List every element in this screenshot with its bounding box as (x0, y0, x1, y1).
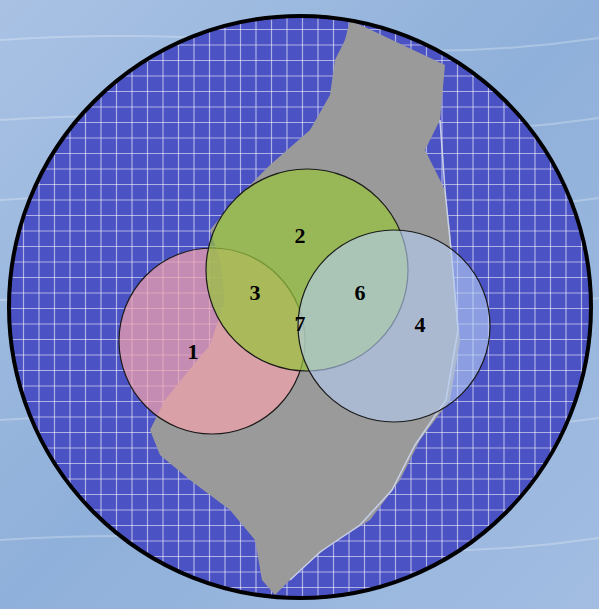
grid-line (54, 0, 55, 609)
grid-line (0, 29, 599, 30)
grid-line (581, 0, 582, 609)
grid-line (534, 0, 535, 609)
text-holder: 1 (188, 341, 199, 363)
grid-line (69, 0, 70, 609)
text-holder: 6 (355, 282, 366, 304)
text-holder: 4 (415, 314, 426, 336)
region-number: 1 (188, 339, 199, 364)
region-number: 7 (295, 311, 306, 336)
text-holder: 3 (250, 282, 261, 304)
text-holder: 7 (295, 313, 306, 335)
grid-line (0, 44, 599, 45)
grid-line (565, 0, 566, 609)
grid-line (0, 122, 599, 123)
region-number: 2 (295, 223, 306, 248)
grid-line (23, 0, 24, 609)
grid-line (38, 0, 39, 609)
map-disc-border (9, 16, 591, 598)
grid-line (85, 0, 86, 609)
coverage-circle-shape (298, 230, 490, 422)
grid-line (0, 60, 599, 61)
grid-line (0, 91, 599, 92)
text-holder: 2 (295, 225, 306, 247)
grid-line (519, 0, 520, 609)
region-number: 4 (415, 312, 426, 337)
region-number: 6 (355, 280, 366, 305)
grid-line (0, 602, 599, 603)
grid-line (596, 0, 597, 609)
region-number: 3 (250, 280, 261, 305)
grid-line (0, 137, 599, 138)
grid-line (0, 75, 599, 76)
coverage-circle: 4 (297, 229, 491, 423)
grid-line (550, 0, 551, 609)
grid-line (0, 587, 599, 588)
circle-outline (297, 229, 491, 423)
